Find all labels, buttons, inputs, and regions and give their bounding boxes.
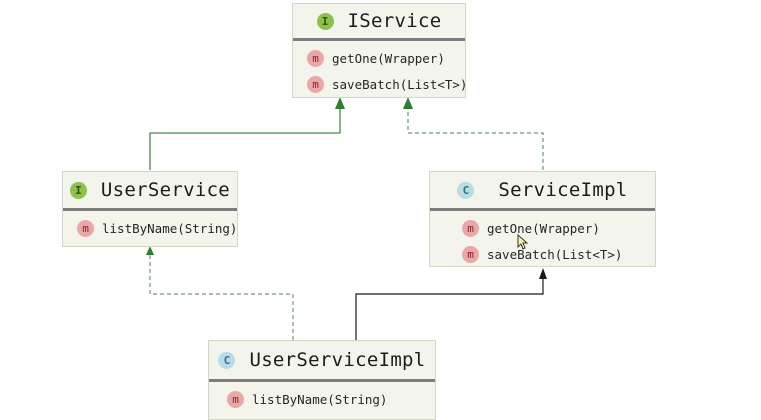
serviceimpl-class-box[interactable]: C ServiceImpl m getOne(Wrapper) m saveBa… xyxy=(429,171,656,267)
method-icon: m xyxy=(307,75,324,93)
iservice-methods: m getOne(Wrapper) m saveBatch(List<T>) xyxy=(293,41,468,97)
interface-icon: I xyxy=(316,12,334,30)
method-icon: m xyxy=(77,219,94,237)
userserviceimpl-title: UserServiceImpl xyxy=(249,349,426,371)
userservice-interface-box[interactable]: I UserService m listByName(String) xyxy=(62,171,238,247)
interface-icon: I xyxy=(69,181,87,199)
method-signature: saveBatch(List<T>) xyxy=(332,76,468,92)
method-icon: m xyxy=(227,390,244,408)
edge-userserviceimpl-implements-userservice xyxy=(149,253,294,340)
method-icon: m xyxy=(307,49,324,67)
userservice-header: I UserService xyxy=(63,172,237,211)
userserviceimpl-class-box[interactable]: C UserServiceImpl m listByName(String) xyxy=(208,340,436,420)
method-row[interactable]: m getOne(Wrapper) xyxy=(307,45,465,71)
edge-serviceimpl-implements-iservice xyxy=(407,106,544,170)
edge-userserviceimpl-extends-serviceimpl xyxy=(355,277,544,340)
method-icon: m xyxy=(462,219,479,237)
method-row[interactable]: m saveBatch(List<T>) xyxy=(462,241,655,267)
method-signature: getOne(Wrapper) xyxy=(487,220,600,236)
class-icon: C xyxy=(218,351,236,369)
iservice-interface-box[interactable]: I IService m getOne(Wrapper) m saveBatch… xyxy=(292,3,468,98)
userservice-title: UserService xyxy=(100,179,231,201)
edge-userservice-extends-iservice xyxy=(149,106,341,170)
method-signature: listByName(String) xyxy=(252,391,388,407)
arrowhead-userservice xyxy=(146,246,154,255)
method-signature: saveBatch(List<T>) xyxy=(487,246,623,262)
arrowhead-iservice-right xyxy=(403,97,413,109)
serviceimpl-methods: m getOne(Wrapper) m saveBatch(List<T>) xyxy=(430,211,655,267)
method-row[interactable]: m saveBatch(List<T>) xyxy=(307,71,468,97)
userserviceimpl-methods: m listByName(String) xyxy=(209,382,435,412)
method-signature: getOne(Wrapper) xyxy=(332,50,445,66)
method-signature: listByName(String) xyxy=(102,220,238,236)
iservice-title: IService xyxy=(347,10,442,32)
mouse-cursor-icon xyxy=(517,234,529,250)
userservice-methods: m listByName(String) xyxy=(63,211,237,241)
userserviceimpl-header: C UserServiceImpl xyxy=(209,341,435,382)
method-row[interactable]: m getOne(Wrapper) xyxy=(462,215,655,241)
method-icon: m xyxy=(462,245,479,263)
iservice-header: I IService xyxy=(293,4,465,41)
serviceimpl-title: ServiceImpl xyxy=(498,179,628,201)
method-row[interactable]: m listByName(String) xyxy=(227,386,435,412)
method-row[interactable]: m listByName(String) xyxy=(77,215,237,241)
arrowhead-iservice-left xyxy=(335,97,345,109)
serviceimpl-header: C ServiceImpl xyxy=(430,172,655,211)
arrowhead-serviceimpl xyxy=(539,268,547,279)
class-icon: C xyxy=(457,181,475,199)
